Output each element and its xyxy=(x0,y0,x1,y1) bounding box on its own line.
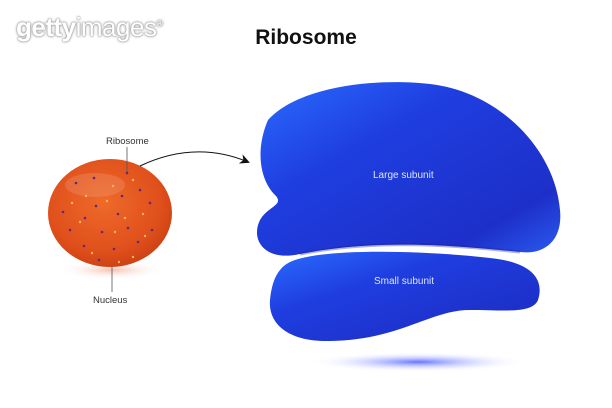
small-subunit-label: Small subunit xyxy=(374,276,435,287)
watermark-mark: ® xyxy=(156,18,163,29)
diagram-title: Ribosome xyxy=(255,26,357,49)
large-subunit-label: Large subunit xyxy=(373,170,434,181)
nucleus-label: Nucleus xyxy=(93,295,128,306)
watermark-part1: getty xyxy=(16,12,76,42)
cell-icon xyxy=(48,159,172,267)
watermark-part2: images xyxy=(75,12,157,42)
large-subunit-shape xyxy=(256,82,561,256)
arrow-icon xyxy=(139,151,250,167)
small-subunit-shape xyxy=(269,251,540,342)
getty-images-watermark: gettyimages® xyxy=(16,12,163,43)
ribosome-label: Ribosome xyxy=(106,136,149,147)
ribosome-shadow xyxy=(308,352,528,372)
